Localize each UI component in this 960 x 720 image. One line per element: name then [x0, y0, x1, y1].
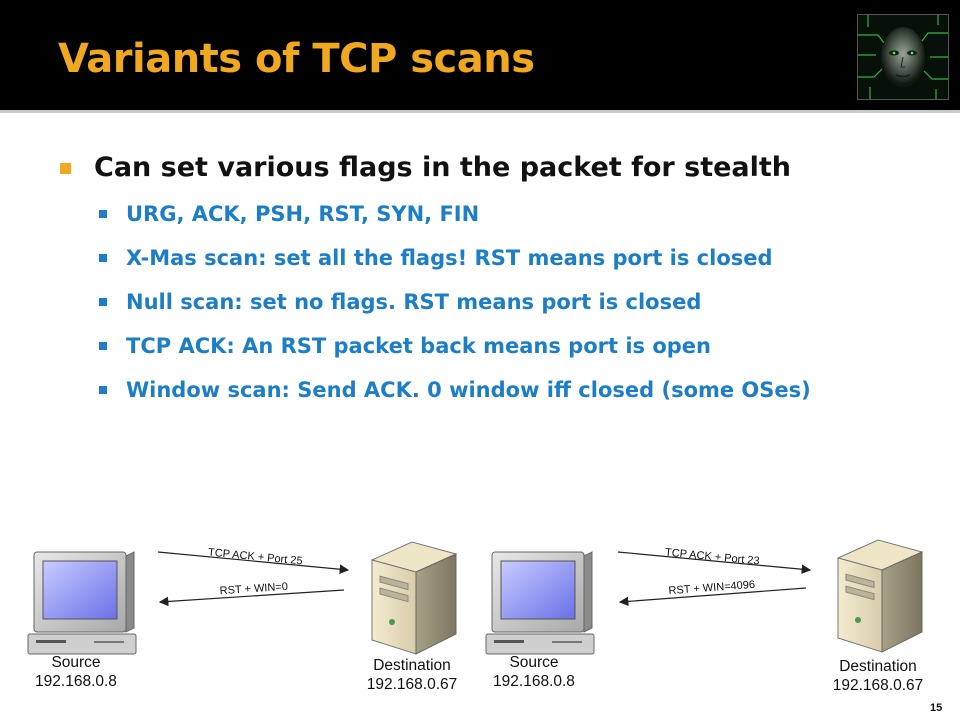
destination-ip: 192.168.0.67 [367, 676, 458, 693]
request-label: TCP ACK + Port 23 [664, 547, 760, 568]
source-ip: 192.168.0.8 [35, 673, 117, 690]
sub-bullet: URG, ACK, PSH, RST, SYN, FIN [60, 192, 940, 236]
source-label: Source [509, 654, 558, 671]
sub-bullet-text: X-Mas scan: set all the flags! RST means… [126, 246, 773, 270]
destination-ip: 192.168.0.67 [833, 677, 924, 694]
sub-bullet-text: TCP ACK: An RST packet back means port i… [126, 334, 711, 358]
source-computer-icon [27, 551, 137, 655]
square-bullet-icon [99, 342, 107, 350]
square-bullet-icon [99, 210, 107, 218]
title-bar [0, 0, 960, 110]
bullet-list: Can set various flags in the packet for … [60, 148, 940, 412]
sub-bullet: TCP ACK: An RST packet back means port i… [60, 324, 940, 368]
cyber-face-logo [857, 14, 949, 100]
reply-label: RST + WIN=0 [219, 581, 288, 597]
title-divider [0, 110, 960, 113]
square-bullet-icon [99, 254, 107, 262]
sub-bullet: Null scan: set no flags. RST means port … [60, 280, 940, 324]
request-label: TCP ACK + Port 25 [207, 547, 303, 568]
reply-label: RST + WIN=4096 [668, 579, 755, 597]
source-computer-icon [485, 551, 595, 655]
source-label: Source [51, 654, 100, 671]
sub-bullet-list: URG, ACK, PSH, RST, SYN, FIN X-Mas scan:… [60, 192, 940, 412]
sub-bullet-text: Null scan: set no flags. RST means port … [126, 290, 702, 314]
source-ip: 192.168.0.8 [493, 673, 575, 690]
sub-bullet-text: URG, ACK, PSH, RST, SYN, FIN [126, 202, 480, 226]
sub-bullet: Window scan: Send ACK. 0 window iff clos… [60, 368, 940, 412]
destination-server-icon [370, 541, 458, 655]
main-bullet-text: Can set various flags in the packet for … [94, 152, 792, 183]
main-bullet: Can set various flags in the packet for … [60, 148, 940, 188]
slide-title: Variants of TCP scans [58, 36, 535, 82]
square-bullet-icon [99, 386, 107, 394]
page-number: 15 [930, 702, 943, 714]
sub-bullet: X-Mas scan: set all the flags! RST means… [60, 236, 940, 280]
square-bullet-icon [60, 163, 71, 174]
square-bullet-icon [99, 298, 107, 306]
sub-bullet-text: Window scan: Send ACK. 0 window iff clos… [126, 378, 811, 402]
destination-server-icon [836, 539, 924, 653]
destination-label: Destination [839, 658, 917, 675]
destination-label: Destination [373, 657, 451, 674]
tcp-ack-scan-diagram: Source 192.168.0.8 TCP ACK + Port 25 RST… [27, 539, 924, 694]
